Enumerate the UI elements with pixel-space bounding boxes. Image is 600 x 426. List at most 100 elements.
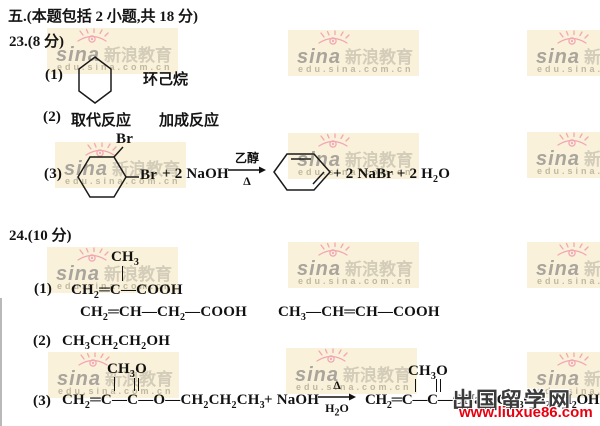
q24-p3-product-formula: CH2═C—C—ONa + CH3CH2CH2OH bbox=[365, 392, 600, 411]
q24-title: 24.(10 分) bbox=[9, 228, 72, 244]
cyclohexane-structure bbox=[78, 56, 112, 104]
sina-logo-text: sina bbox=[56, 263, 101, 285]
sina-logo-text: sina bbox=[56, 44, 101, 66]
reaction-arrow-1: 乙醇 Δ bbox=[227, 152, 267, 188]
sina-eye-icon bbox=[77, 28, 109, 43]
sina-domain-text: edu.sina.com.cn bbox=[57, 62, 173, 72]
sina-eye-icon bbox=[85, 142, 117, 157]
sina-brand-cn-text: 新浪教育 bbox=[584, 48, 600, 67]
sina-brand-cn-text: 新浪教育 bbox=[112, 160, 181, 179]
sina-eye-icon bbox=[77, 247, 109, 262]
q24-p3-reagent: + NaOH bbox=[264, 392, 320, 408]
sina-brand-cn-text: 新浪教育 bbox=[584, 370, 600, 389]
q24-p1-number: (1) bbox=[34, 281, 53, 297]
section-title: 五.(本题包括 2 小题,共 18 分) bbox=[8, 9, 198, 25]
sina-brand-cn-text: 新浪教育 bbox=[345, 48, 414, 67]
sina-logo-text: sina bbox=[295, 364, 340, 386]
sina-brand-cn-text: 新浪教育 bbox=[345, 151, 414, 170]
sina-logo-text: sina bbox=[536, 368, 581, 390]
double-vertical-bond bbox=[436, 379, 441, 392]
dibromocyclohexane-structure bbox=[72, 143, 156, 201]
sina-watermark-line1: sina 新浪教育 bbox=[295, 361, 411, 387]
sina-logo-text: sina bbox=[57, 368, 102, 390]
vertical-bond bbox=[114, 377, 115, 391]
q24-p2-formula: CH3CH2CH2OH bbox=[62, 333, 171, 352]
sina-domain-text: edu.sina.com.cn bbox=[65, 176, 181, 186]
sina-eye-icon bbox=[318, 30, 350, 45]
sina-eye-icon bbox=[318, 133, 350, 148]
ester-top-groups: CH3O bbox=[107, 361, 147, 380]
sina-watermark-line1: sina 新浪教育 bbox=[536, 255, 600, 281]
sina-domain-text: edu.sina.com.cn bbox=[58, 386, 174, 396]
q23-title: 23.(8 分) bbox=[9, 34, 64, 50]
q23-p3-reagent: + 2 NaOH bbox=[162, 166, 229, 182]
q24-p1-formula-3: CH3—CH═CH—COOH bbox=[278, 304, 440, 323]
sina-brand-cn-text: 新浪教育 bbox=[584, 260, 600, 279]
sina-watermark-line1: sina 新浪教育 bbox=[297, 255, 413, 281]
arrow-condition-bottom: H2O bbox=[325, 401, 349, 419]
cyclohexadiene-structure bbox=[271, 151, 333, 193]
sina-watermark-line1: sina 新浪教育 bbox=[536, 365, 600, 391]
sina-domain-text: edu.sina.com.cn bbox=[57, 281, 173, 291]
sina-watermark-line1: sina 新浪教育 bbox=[56, 41, 172, 67]
methyl-group-label: CH3 bbox=[111, 249, 140, 268]
arrow-condition-top: 乙醇 bbox=[234, 151, 259, 165]
q24-p1-formula-1: CH2═C—COOH bbox=[71, 282, 183, 301]
sina-domain-text: edu.sina.com.cn bbox=[537, 166, 600, 176]
sina-brand-cn-text: 新浪教育 bbox=[104, 265, 173, 284]
sina-watermark-line1: sina 新浪教育 bbox=[536, 43, 600, 69]
sina-brand-cn-text: 新浪教育 bbox=[345, 260, 414, 279]
sina-domain-text: edu.sina.com.cn bbox=[298, 276, 414, 286]
sina-brand-cn-text: 新浪教育 bbox=[584, 150, 600, 169]
sina-eye-icon bbox=[557, 132, 589, 147]
sina-domain-text: edu.sina.com.cn bbox=[537, 386, 600, 396]
sina-domain-text: edu.sina.com.cn bbox=[537, 64, 600, 74]
right-arrow-icon bbox=[228, 166, 266, 174]
q23-p1-number: (1) bbox=[45, 67, 64, 83]
sina-eye-icon bbox=[557, 242, 589, 257]
liuxue-watermark-url: www.liuxue86.com bbox=[459, 404, 593, 421]
liuxue-watermark-title: 出国留学网 bbox=[452, 388, 573, 413]
br-label-top: Br bbox=[116, 131, 134, 147]
sina-watermark-line1: sina 新浪教育 bbox=[56, 260, 172, 286]
vertical-bond bbox=[122, 266, 123, 281]
q23-p3-products: + 2 NaBr + 2 H2O bbox=[333, 166, 451, 185]
sina-logo-text: sina bbox=[536, 258, 581, 280]
hexagon-ring-icon bbox=[77, 146, 139, 198]
sina-domain-text: edu.sina.com.cn bbox=[298, 167, 414, 177]
sina-watermark-line1: sina 新浪教育 bbox=[57, 365, 173, 391]
sina-watermark-line1: sina 新浪教育 bbox=[64, 155, 180, 181]
sina-logo-text: sina bbox=[297, 46, 342, 68]
q23-p3-number: (3) bbox=[44, 166, 63, 182]
sina-brand-cn-text: 新浪教育 bbox=[343, 366, 412, 385]
q23-p1-answer: 环己烷 bbox=[143, 72, 189, 88]
q23-p2-answer-1: 取代反应 bbox=[71, 113, 132, 129]
sina-logo-text: sina bbox=[536, 148, 581, 170]
sina-brand-cn-text: 新浪教育 bbox=[104, 46, 173, 65]
sina-eye-icon bbox=[557, 30, 589, 45]
sina-domain-text: edu.sina.com.cn bbox=[296, 382, 412, 392]
sina-logo-text: sina bbox=[536, 46, 581, 68]
product-top-groups: CH3O bbox=[408, 363, 448, 382]
sina-eye-icon bbox=[78, 352, 110, 367]
q24-p3-ester-formula: CH2═C—C—O—CH2CH2CH3 bbox=[62, 392, 265, 411]
sina-watermark-line1: sina 新浪教育 bbox=[297, 43, 413, 69]
q23-p2-number: (2) bbox=[43, 109, 62, 125]
sina-logo-text: sina bbox=[64, 158, 109, 180]
q24-p3-number: (3) bbox=[33, 393, 52, 409]
vertical-bond bbox=[415, 379, 416, 392]
sina-domain-text: edu.sina.com.cn bbox=[298, 64, 414, 74]
br-label-right: Br bbox=[140, 167, 158, 183]
sina-watermark-line1: sina 新浪教育 bbox=[536, 145, 600, 171]
sina-eye-icon bbox=[316, 348, 348, 363]
